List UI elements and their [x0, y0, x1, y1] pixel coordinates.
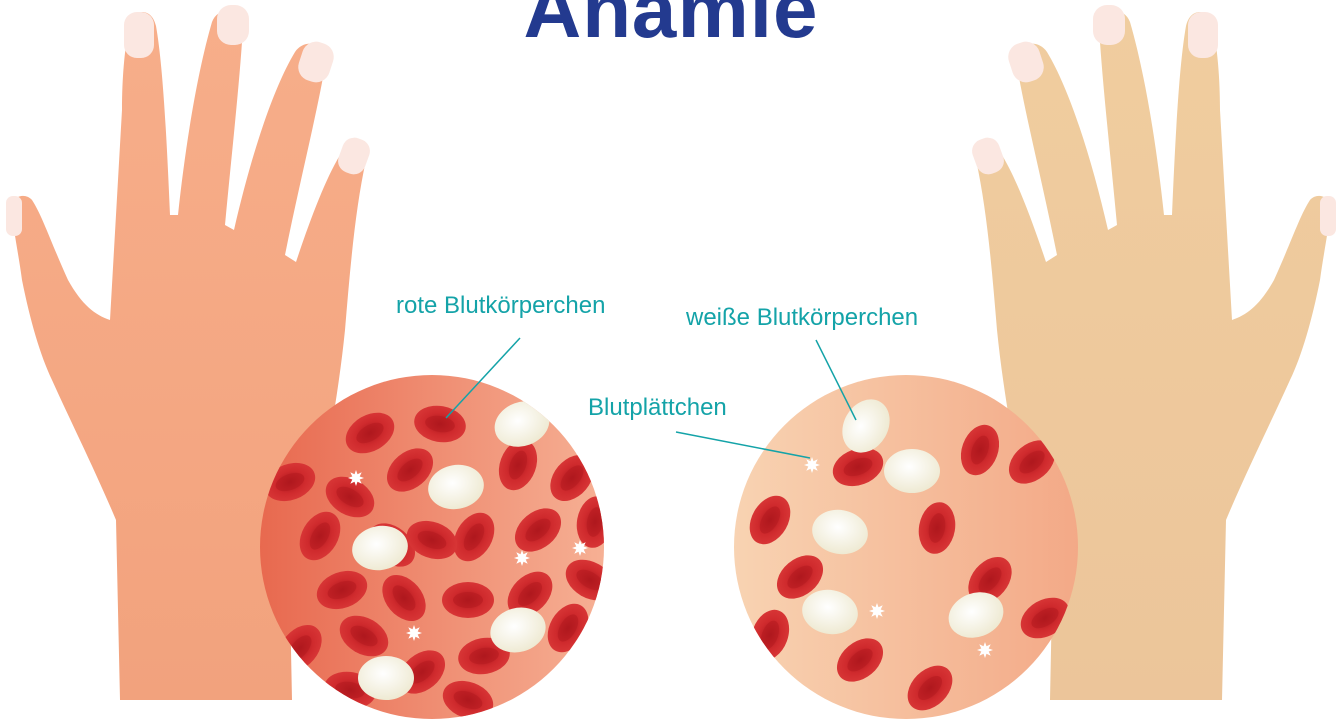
platelet — [348, 470, 364, 486]
platelet — [514, 550, 530, 566]
page-title: Anämie — [0, 0, 1342, 50]
platelet — [977, 642, 993, 658]
red-blood-cell — [442, 582, 494, 618]
white-blood-cell — [884, 449, 940, 493]
anemic-blood-circle — [734, 375, 1078, 719]
nail-left-thumb — [6, 196, 22, 236]
platelet — [869, 603, 885, 619]
platelet — [406, 625, 422, 641]
platelets-label: Blutplättchen — [588, 396, 727, 420]
platelet — [804, 457, 820, 473]
white-blood-cells-label: weiße Blutkörperchen — [686, 306, 918, 330]
white-blood-cell — [358, 656, 414, 700]
platelet — [572, 540, 588, 556]
red-blood-cells-label: rote Blutkörperchen — [396, 294, 605, 318]
